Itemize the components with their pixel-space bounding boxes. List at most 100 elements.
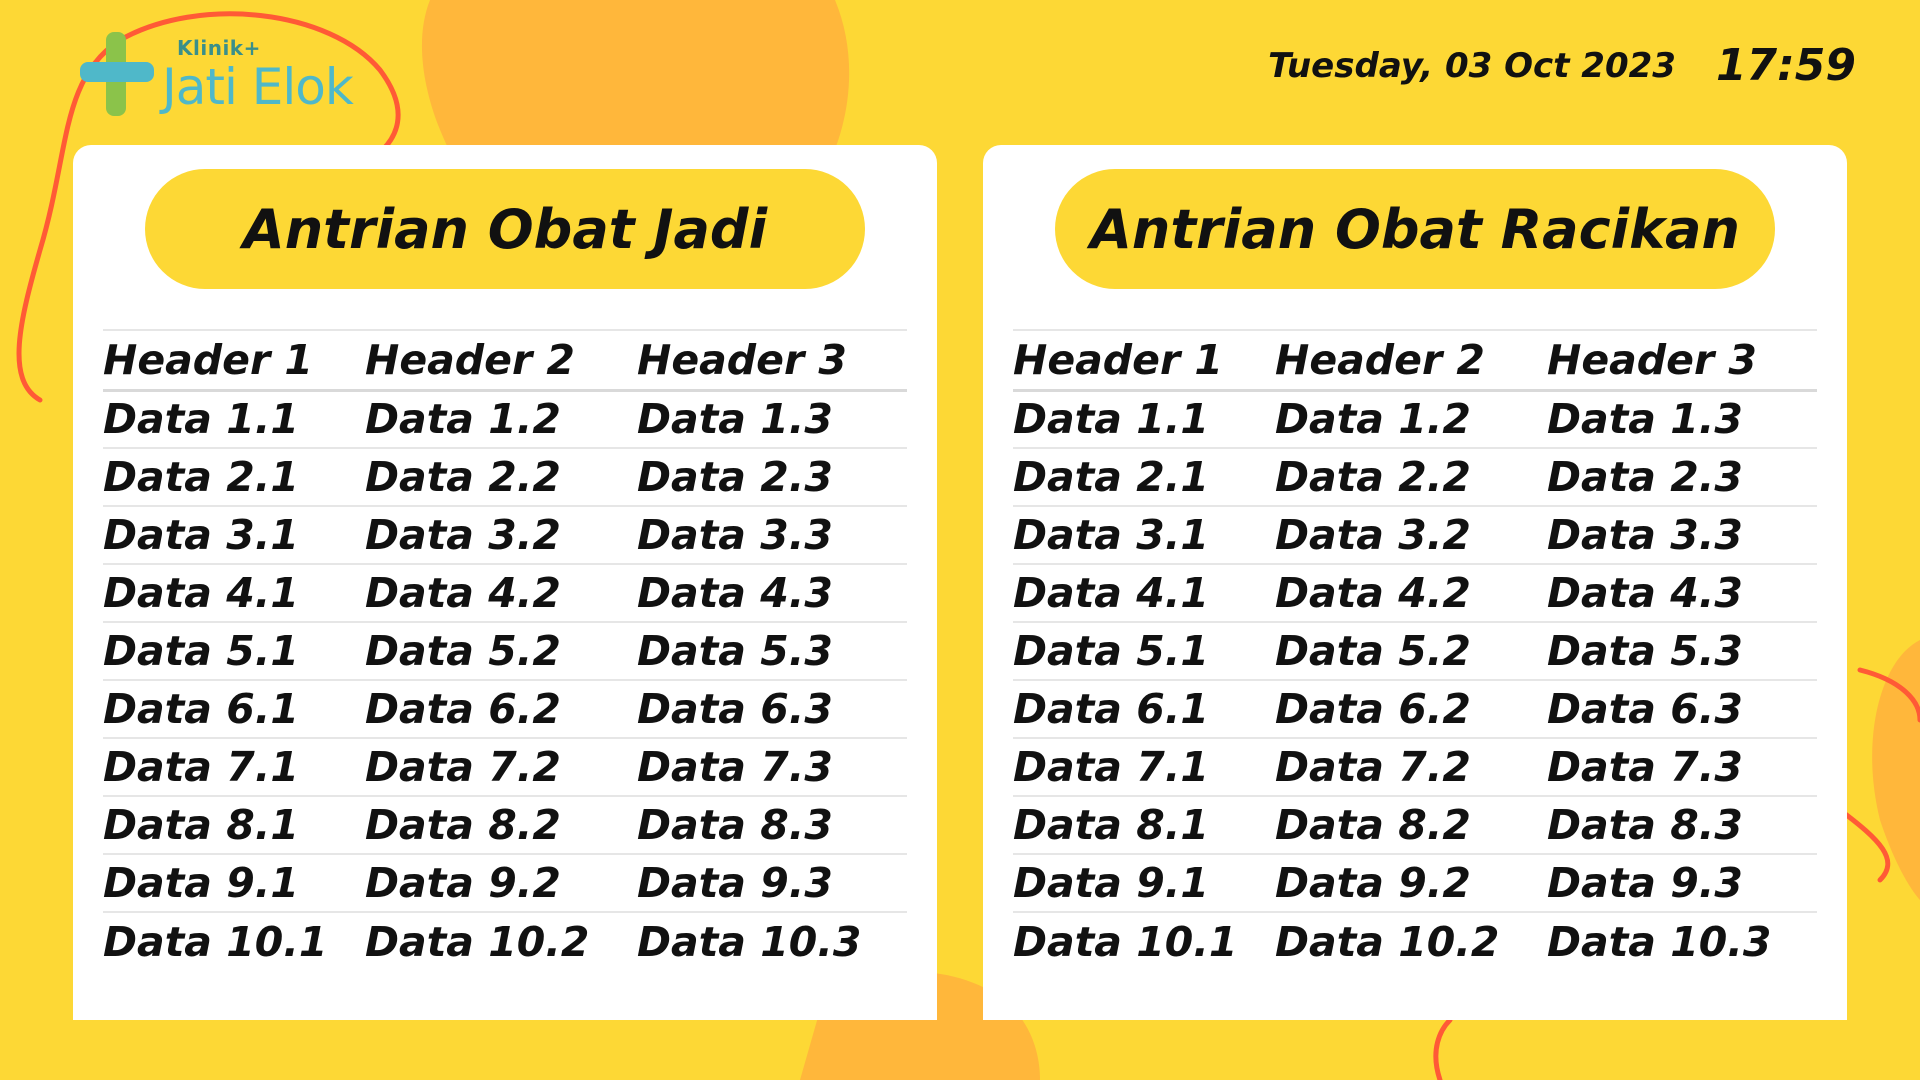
table-row: Data 3.1 Data 3.2 Data 3.3 bbox=[1013, 506, 1817, 565]
column-header: Header 1 bbox=[1013, 330, 1275, 392]
clinic-logo: Klinik+ Jati Elok bbox=[80, 28, 380, 128]
medical-cross-icon bbox=[80, 32, 154, 116]
queue-panel-obat-jadi: Antrian Obat Jadi Header 1 Header 2 Head… bbox=[73, 145, 937, 1020]
table-cell: Data 4.3 bbox=[637, 564, 907, 623]
table-cell: Data 9.2 bbox=[365, 854, 637, 913]
table-cell: Data 4.1 bbox=[103, 564, 365, 623]
column-header: Header 2 bbox=[1275, 330, 1547, 392]
table-cell: Data 4.2 bbox=[1275, 564, 1547, 623]
table-row: Data 5.1 Data 5.2 Data 5.3 bbox=[1013, 622, 1817, 681]
table-header-row: Header 1 Header 2 Header 3 bbox=[103, 330, 907, 392]
table-cell: Data 7.1 bbox=[103, 738, 365, 797]
table-row: Data 5.1 Data 5.2 Data 5.3 bbox=[103, 622, 907, 681]
table-row: Data 4.1 Data 4.2 Data 4.3 bbox=[103, 564, 907, 623]
table-cell: Data 9.3 bbox=[1547, 854, 1817, 913]
table-cell: Data 6.1 bbox=[103, 680, 365, 739]
table-cell: Data 1.2 bbox=[1275, 390, 1547, 449]
table-row: Data 4.1 Data 4.2 Data 4.3 bbox=[1013, 564, 1817, 623]
table-cell: Data 10.1 bbox=[103, 917, 328, 966]
table-header-row: Header 1 Header 2 Header 3 bbox=[1013, 330, 1817, 392]
queue-panel-obat-racikan: Antrian Obat Racikan Header 1 Header 2 H… bbox=[983, 145, 1847, 1020]
table-cell: Data 5.3 bbox=[1547, 622, 1817, 681]
table-cell: Data 2.2 bbox=[365, 448, 637, 507]
table-row: Data 9.1 Data 9.2 Data 9.3 bbox=[1013, 854, 1817, 913]
table-cell: Data 2.1 bbox=[1013, 448, 1275, 507]
table-cell: Data 2.1 bbox=[103, 448, 365, 507]
table-cell: Data 10.2 bbox=[365, 917, 590, 966]
column-header: Header 3 bbox=[637, 330, 907, 392]
table-row: Data 8.1 Data 8.2 Data 8.3 bbox=[1013, 796, 1817, 855]
table-cell: Data 1.1 bbox=[103, 390, 365, 449]
column-header: Header 1 bbox=[103, 330, 365, 392]
table-row: Data 10.1 Data 10.2 Data 10.3 bbox=[103, 912, 907, 970]
table-row: Data 6.1 Data 6.2 Data 6.3 bbox=[103, 680, 907, 739]
table-row: Data 3.1 Data 3.2 Data 3.3 bbox=[103, 506, 907, 565]
table-cell: Data 7.1 bbox=[1013, 738, 1275, 797]
table-row: Data 7.1 Data 7.2 Data 7.3 bbox=[1013, 738, 1817, 797]
table-row: Data 1.1 Data 1.2 Data 1.3 bbox=[103, 390, 907, 449]
table-cell: Data 8.1 bbox=[1013, 796, 1275, 855]
table-cell: Data 2.2 bbox=[1275, 448, 1547, 507]
table-cell: Data 8.2 bbox=[365, 796, 637, 855]
table-cell: Data 4.3 bbox=[1547, 564, 1817, 623]
panel-title: Antrian Obat Jadi bbox=[145, 169, 865, 289]
table-cell: Data 10.3 bbox=[1547, 917, 1772, 966]
table-row: Data 9.1 Data 9.2 Data 9.3 bbox=[103, 854, 907, 913]
table-cell: Data 9.1 bbox=[1013, 854, 1275, 913]
table-cell: Data 6.3 bbox=[637, 680, 907, 739]
logo-brand-name: Jati Elok bbox=[162, 58, 354, 116]
table-cell: Data 8.1 bbox=[103, 796, 365, 855]
table-row: Data 1.1 Data 1.2 Data 1.3 bbox=[1013, 390, 1817, 449]
table-cell: Data 5.2 bbox=[1275, 622, 1547, 681]
table-cell: Data 1.3 bbox=[637, 390, 907, 449]
table-cell: Data 10.2 bbox=[1275, 917, 1500, 966]
table-cell: Data 3.1 bbox=[103, 506, 365, 565]
table-cell: Data 2.3 bbox=[637, 448, 907, 507]
table-cell: Data 5.2 bbox=[365, 622, 637, 681]
table-cell: Data 9.3 bbox=[637, 854, 907, 913]
table-cell: Data 8.2 bbox=[1275, 796, 1547, 855]
logo-small-label: Klinik+ bbox=[177, 36, 261, 60]
table-cell: Data 1.3 bbox=[1547, 390, 1817, 449]
current-date: Tuesday, 03 Oct 2023 bbox=[1268, 45, 1676, 86]
table-cell: Data 6.1 bbox=[1013, 680, 1275, 739]
table-cell: Data 5.1 bbox=[1013, 622, 1275, 681]
table-row: Data 2.1 Data 2.2 Data 2.3 bbox=[103, 448, 907, 507]
table-cell: Data 1.1 bbox=[1013, 390, 1275, 449]
table-cell: Data 8.3 bbox=[1547, 796, 1817, 855]
table-row: Data 6.1 Data 6.2 Data 6.3 bbox=[1013, 680, 1817, 739]
table-row: Data 2.1 Data 2.2 Data 2.3 bbox=[1013, 448, 1817, 507]
table-cell: Data 6.2 bbox=[1275, 680, 1547, 739]
queue-table: Header 1 Header 2 Header 3 Data 1.1 Data… bbox=[103, 329, 907, 970]
table-cell: Data 10.3 bbox=[637, 917, 862, 966]
column-header: Header 2 bbox=[365, 330, 637, 392]
datetime-display: Tuesday, 03 Oct 2023 17:59 bbox=[1268, 40, 1856, 91]
orange-blob-right bbox=[1872, 640, 1920, 900]
table-cell: Data 3.1 bbox=[1013, 506, 1275, 565]
column-header: Header 3 bbox=[1547, 330, 1817, 392]
table-cell: Data 5.3 bbox=[637, 622, 907, 681]
table-cell: Data 7.2 bbox=[365, 738, 637, 797]
table-cell: Data 3.2 bbox=[365, 506, 637, 565]
current-time: 17:59 bbox=[1715, 40, 1856, 91]
table-cell: Data 1.2 bbox=[365, 390, 637, 449]
red-line-right bbox=[1837, 667, 1920, 883]
table-cell: Data 3.2 bbox=[1275, 506, 1547, 565]
table-cell: Data 4.1 bbox=[1013, 564, 1275, 623]
table-cell: Data 9.2 bbox=[1275, 854, 1547, 913]
table-cell: Data 3.3 bbox=[637, 506, 907, 565]
table-row: Data 8.1 Data 8.2 Data 8.3 bbox=[103, 796, 907, 855]
table-cell: Data 7.3 bbox=[1547, 738, 1817, 797]
table-cell: Data 9.1 bbox=[103, 854, 365, 913]
red-line-bottom-right bbox=[1433, 1017, 1453, 1080]
table-cell: Data 6.3 bbox=[1547, 680, 1817, 739]
panel-title: Antrian Obat Racikan bbox=[1055, 169, 1775, 289]
queue-table: Header 1 Header 2 Header 3 Data 1.1 Data… bbox=[1013, 329, 1817, 970]
table-cell: Data 3.3 bbox=[1547, 506, 1817, 565]
table-cell: Data 2.3 bbox=[1547, 448, 1817, 507]
table-row: Data 7.1 Data 7.2 Data 7.3 bbox=[103, 738, 907, 797]
table-row: Data 10.1 Data 10.2 Data 10.3 bbox=[1013, 912, 1817, 970]
table-cell: Data 4.2 bbox=[365, 564, 637, 623]
table-cell: Data 8.3 bbox=[637, 796, 907, 855]
table-cell: Data 10.1 bbox=[1013, 917, 1238, 966]
